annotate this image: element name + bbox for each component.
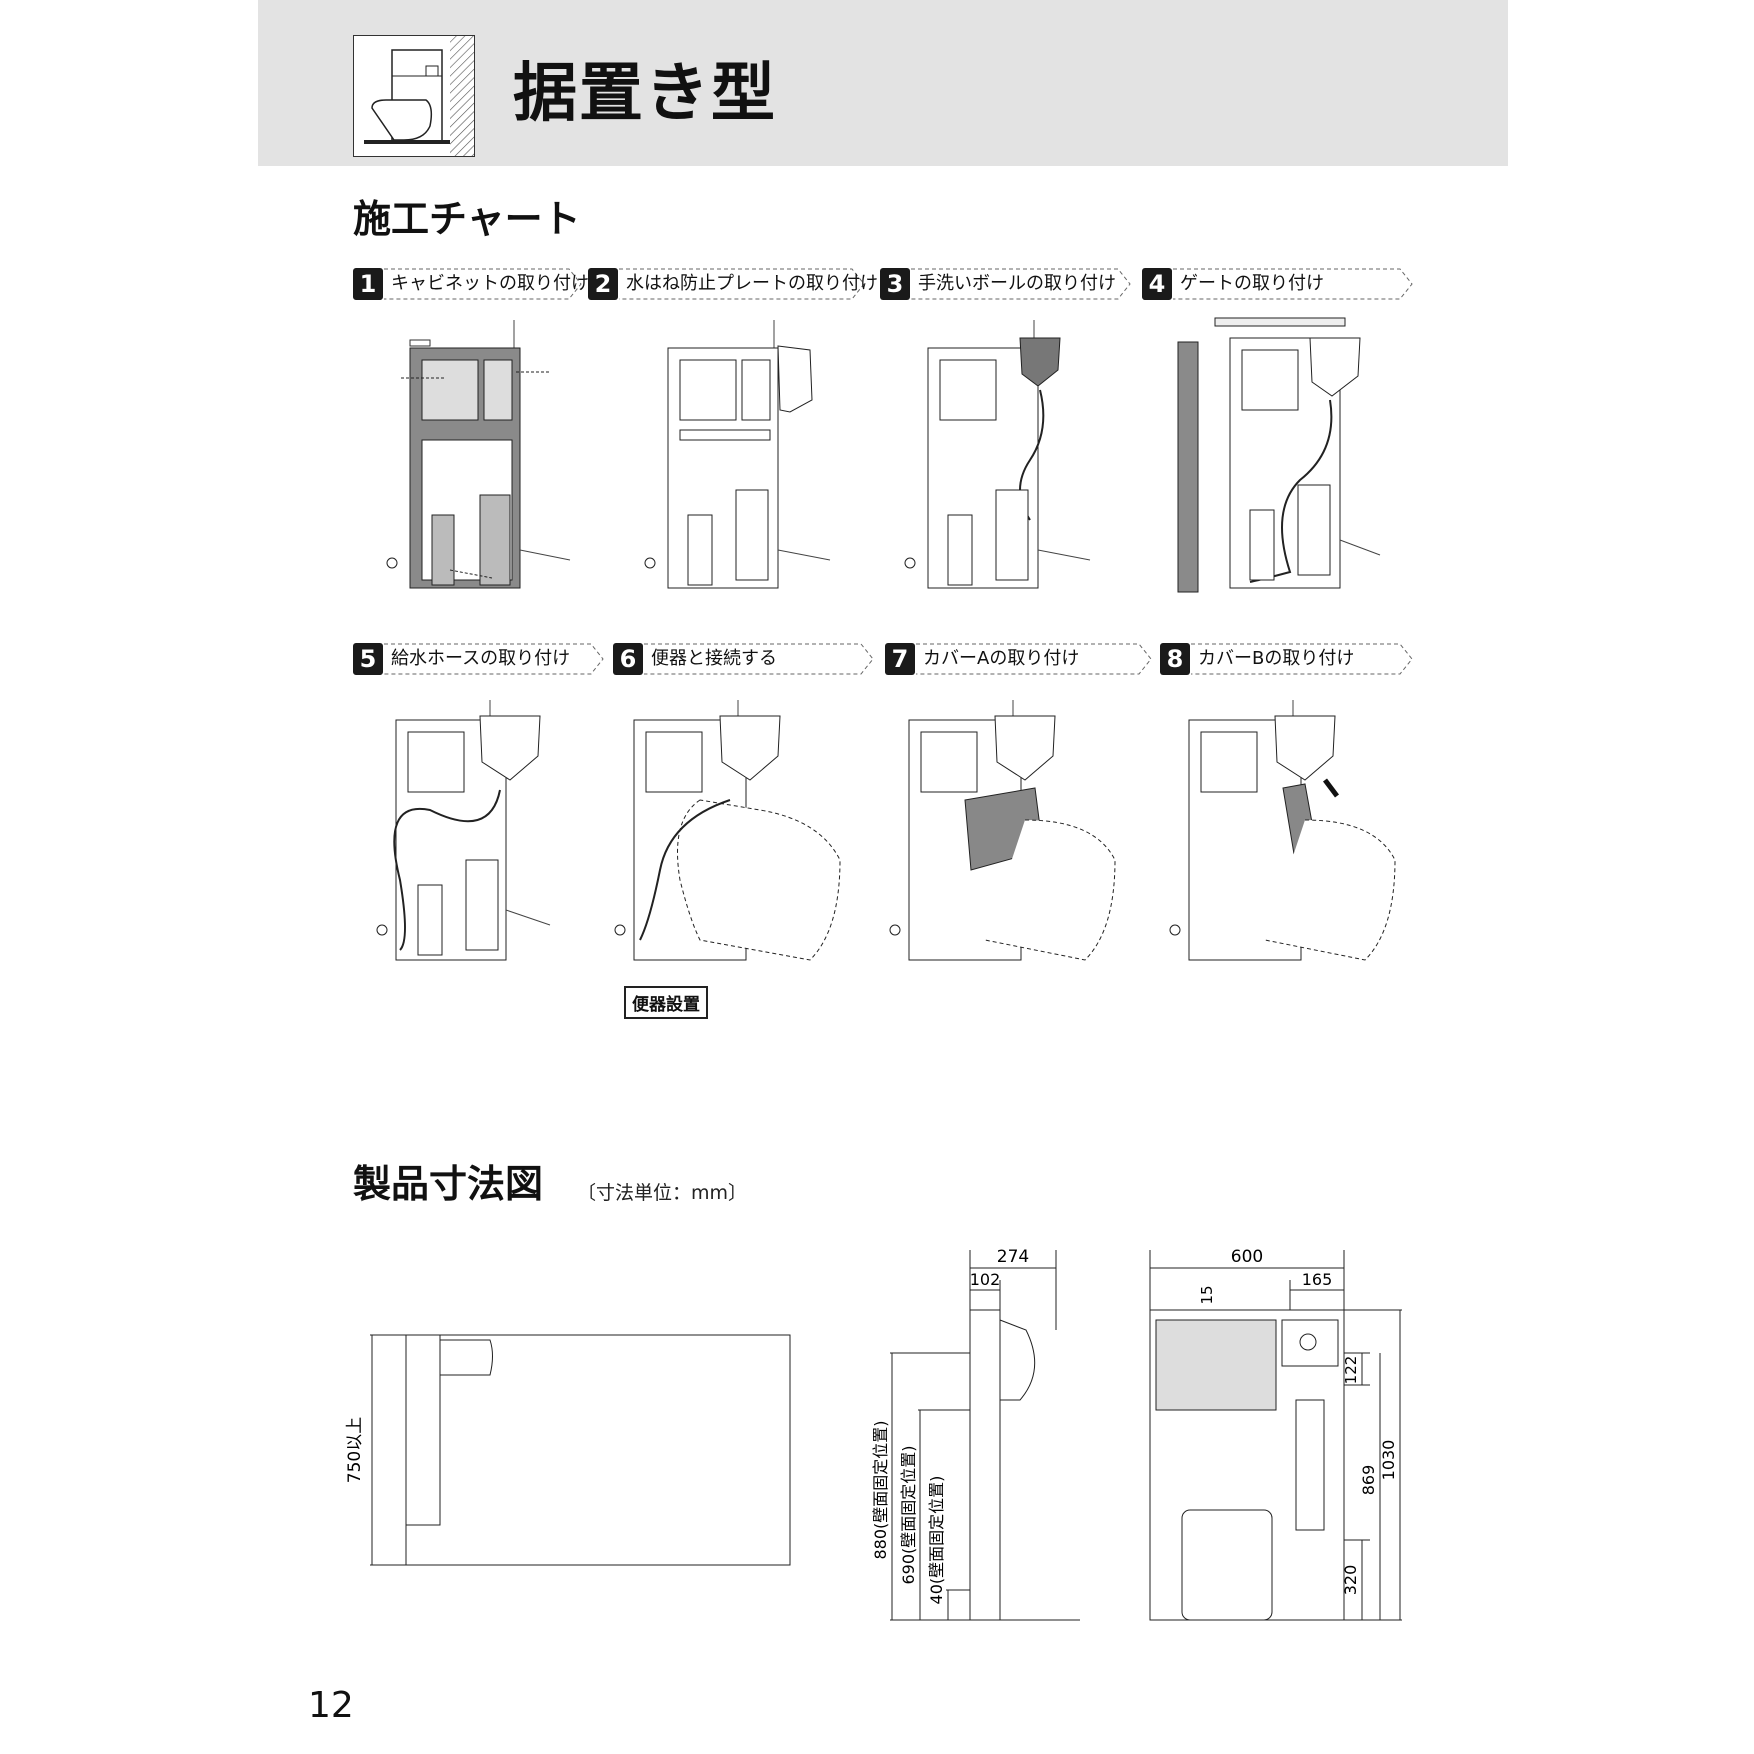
front-height-1030: 1030 bbox=[1379, 1440, 1398, 1481]
step-1-tab: 1 キャビネットの取り付け bbox=[353, 268, 589, 300]
step-1-number: 1 bbox=[353, 268, 383, 300]
step-2-cabinet-illustration bbox=[644, 320, 831, 589]
step-5-tab: 5 給水ホースの取り付け bbox=[353, 643, 605, 675]
page-title: 据置き型 bbox=[513, 57, 777, 131]
step-6-number: 6 bbox=[613, 643, 643, 675]
side-inner-depth: 102 bbox=[970, 1270, 1001, 1289]
front-height-869: 869 bbox=[1359, 1465, 1378, 1496]
step-4-label: ゲートの取り付け bbox=[1180, 273, 1324, 294]
step-3-tab: 3 手洗いボールの取り付け bbox=[880, 268, 1132, 300]
step-2-label: 水はね防止プレートの取り付け bbox=[626, 273, 878, 294]
step-1-label: キャビネットの取り付け bbox=[391, 273, 589, 294]
step-1-cabinet-illustration bbox=[386, 320, 571, 589]
step-5-number: 5 bbox=[353, 643, 383, 675]
step-4-number: 4 bbox=[1142, 268, 1172, 300]
step-5-label: 給水ホースの取り付け bbox=[391, 648, 571, 669]
step-4-tab: 4 ゲートの取り付け bbox=[1142, 268, 1414, 300]
flow-chart-title: 施工チャート bbox=[353, 197, 581, 241]
side-height-690: 690(壁面固定位置) bbox=[899, 1445, 918, 1584]
step-7-cover-a-illustration bbox=[889, 700, 1116, 961]
step-6-tab: 6 便器と接続する bbox=[613, 643, 875, 675]
step-2-number: 2 bbox=[588, 268, 618, 300]
front-width: 600 bbox=[1231, 1247, 1263, 1267]
side-view-drawing: 274 102 880(壁面固定位置) 690(壁面固定位置) 40(壁面固定位… bbox=[871, 1247, 1080, 1621]
step-5-cabinet-illustration bbox=[376, 700, 551, 961]
step-6-toilet-illustration bbox=[614, 700, 841, 961]
plan-view-drawing: 750以上 bbox=[345, 1334, 791, 1566]
step-7-tab: 7 カバーAの取り付け bbox=[885, 643, 1153, 675]
front-height-122: 122 bbox=[1342, 1356, 1360, 1385]
step-2-tab: 2 水はね防止プレートの取り付け bbox=[588, 268, 878, 300]
side-height-880: 880(壁面固定位置) bbox=[871, 1420, 890, 1559]
page-number: 12 bbox=[308, 1685, 354, 1726]
step-3-number: 3 bbox=[880, 268, 910, 300]
unit-note: 〔寸法単位：mm〕 bbox=[577, 1182, 748, 1204]
step-8-cover-b-illustration bbox=[1169, 700, 1396, 961]
front-view-drawing: 600 165 15 122 869 1030 320 bbox=[1149, 1247, 1402, 1621]
step-8-label: カバーBの取り付け bbox=[1198, 648, 1355, 669]
front-height-320: 320 bbox=[1341, 1565, 1360, 1596]
step-8-tab: 8 カバーBの取り付け bbox=[1160, 643, 1414, 675]
step-7-label: カバーAの取り付け bbox=[923, 648, 1080, 669]
step-3-label: 手洗いボールの取り付け bbox=[918, 273, 1116, 294]
step-4-cabinet-illustration bbox=[1177, 317, 1381, 593]
step-7-number: 7 bbox=[885, 643, 915, 675]
step-8-number: 8 bbox=[1160, 643, 1190, 675]
front-top-offset: 15 bbox=[1198, 1285, 1216, 1304]
side-total-depth: 274 bbox=[997, 1247, 1029, 1267]
step-6-label: 便器と接続する bbox=[651, 648, 777, 669]
toilet-install-callout: 便器設置 bbox=[624, 986, 708, 1019]
cabinet-thumbnail-icon bbox=[353, 35, 475, 157]
side-height-40: 40(壁面固定位置) bbox=[927, 1476, 946, 1605]
plan-depth-label: 750以上 bbox=[345, 1417, 365, 1483]
dimensions-title: 製品寸法図 bbox=[353, 1162, 544, 1206]
front-bowl-width: 165 bbox=[1302, 1270, 1333, 1289]
step-3-cabinet-illustration bbox=[904, 320, 1091, 589]
